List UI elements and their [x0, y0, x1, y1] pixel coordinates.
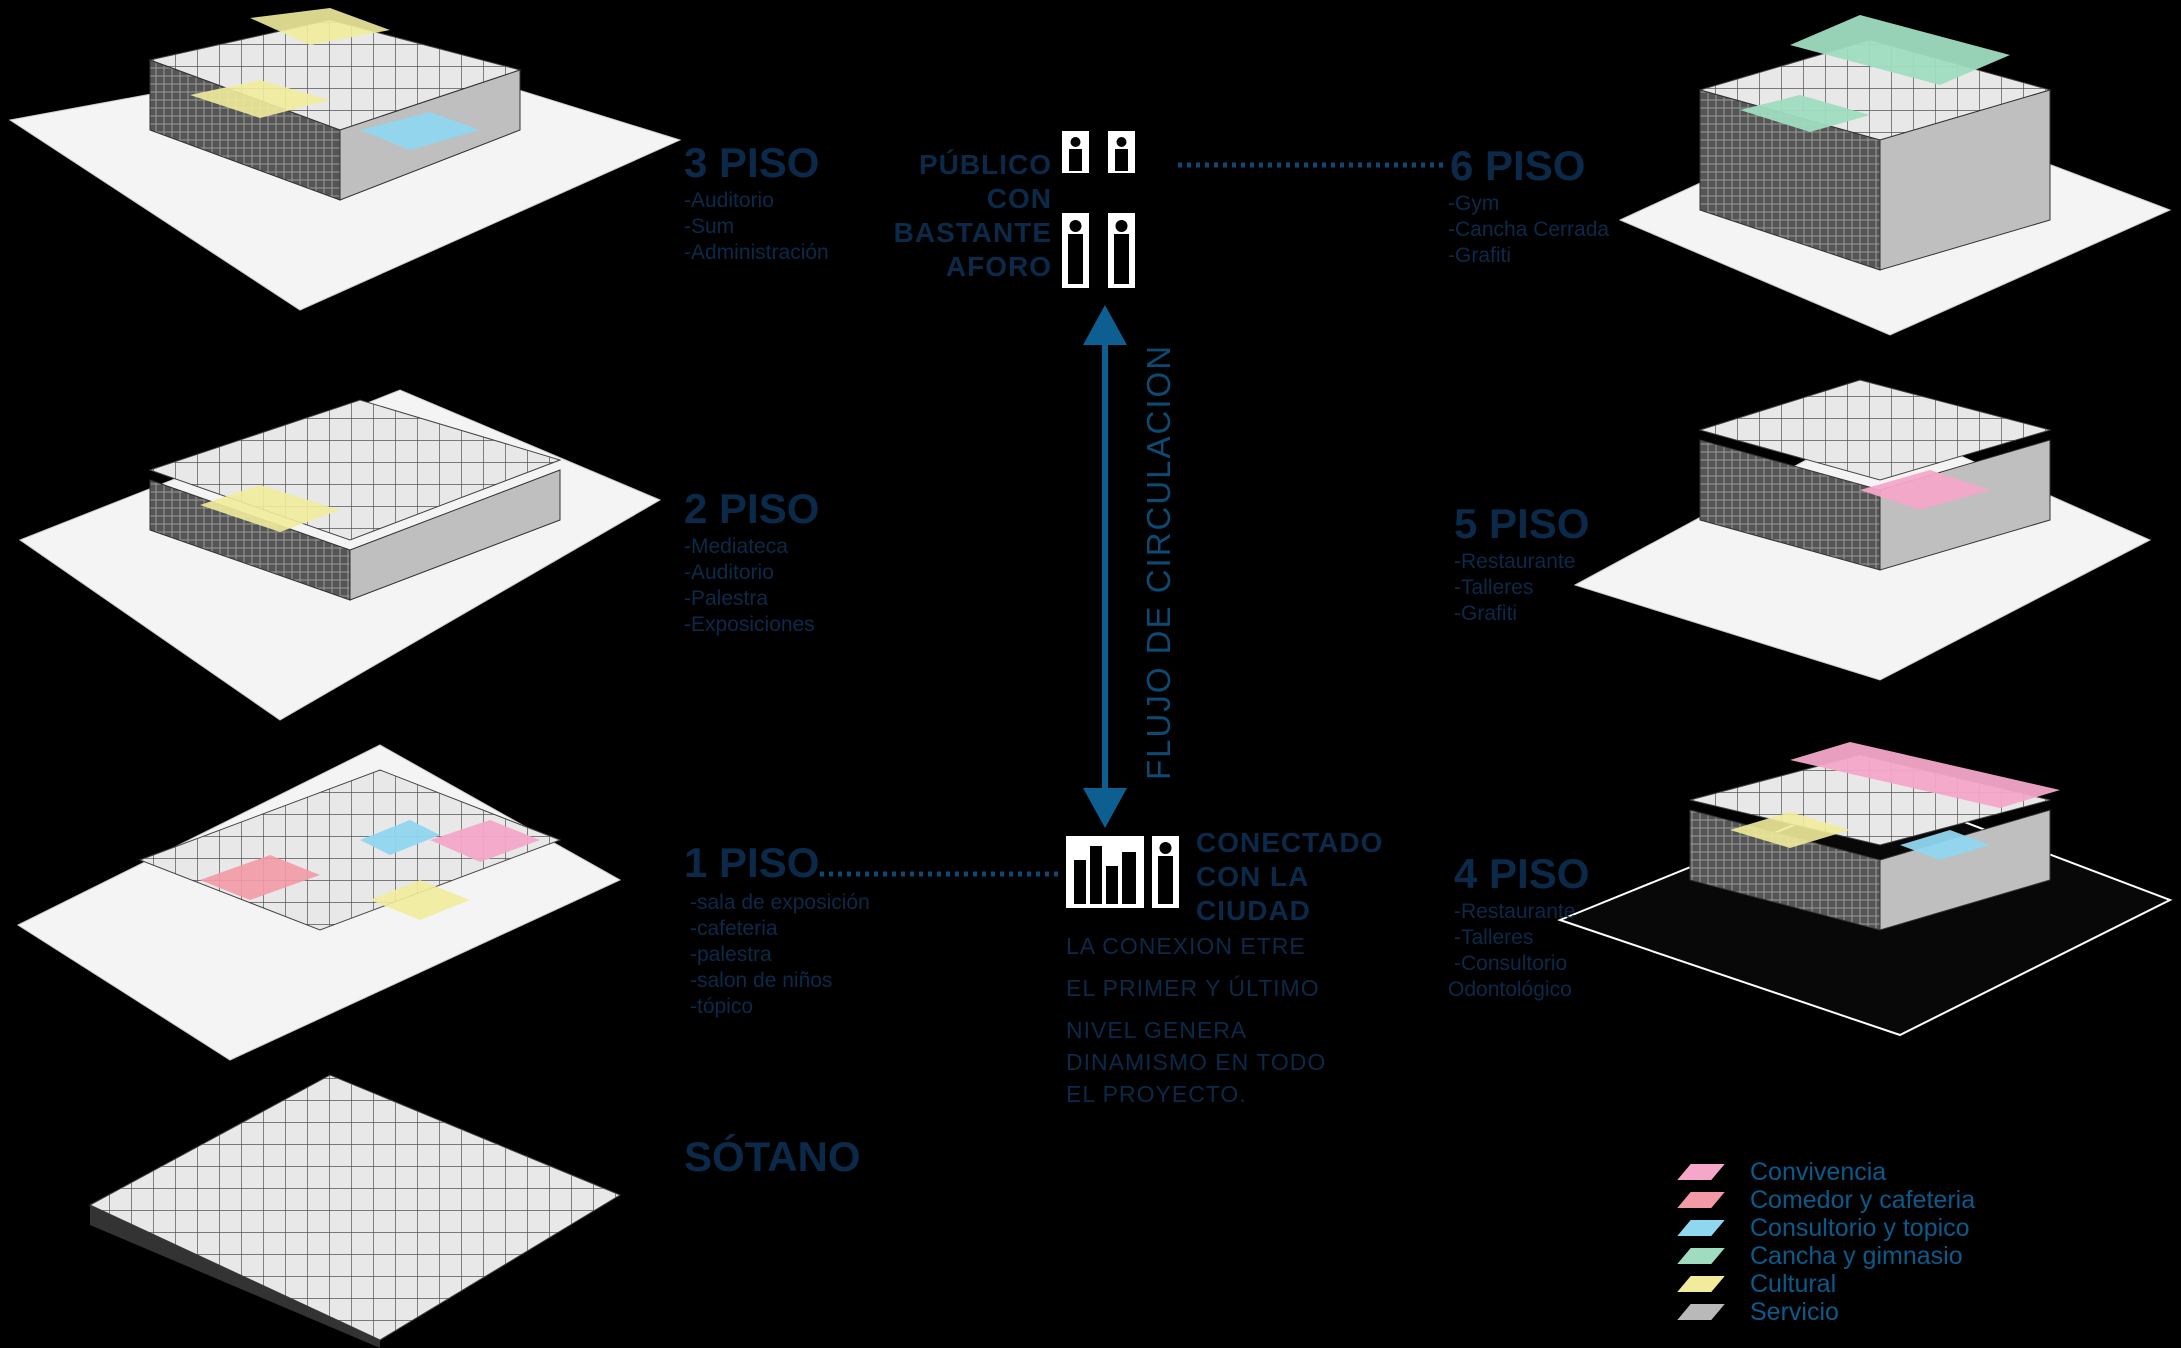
list-item: -Sum: [684, 215, 735, 238]
floor-5-label: 5 PISO -Restaurante -Talleres -Grafiti: [1454, 503, 1589, 627]
floor-6-list: -Gym -Cancha Cerrada -Grafiti: [1448, 191, 1609, 269]
floor-5-list: -Restaurante -Talleres -Grafiti: [1454, 549, 1589, 627]
floor-4-label: 4 PISO -Restaurante -Talleres -Consultor…: [1448, 850, 1590, 1003]
legend-swatch: [1677, 1276, 1725, 1292]
list-item: -Exposiciones: [684, 613, 815, 636]
list-item: -Talleres: [1454, 576, 1534, 599]
legend-item-convivencia: Convivencia: [1677, 1157, 1975, 1186]
list-item: -Gym: [1448, 192, 1500, 215]
legend-label: Cancha y gimnasio: [1750, 1241, 1963, 1270]
list-item: -cafeteria: [690, 917, 778, 940]
legend-item-cultural: Cultural: [1677, 1269, 1975, 1298]
legend-swatch: [1677, 1220, 1725, 1236]
floor-6-title: 6 PISO: [1450, 142, 1586, 189]
list-item: -Restaurante: [1454, 550, 1576, 573]
public-label-line: BASTANTE: [893, 217, 1052, 248]
list-item: -Palestra: [684, 587, 769, 610]
legend-label: Cultural: [1750, 1269, 1837, 1298]
floor-2-drawing: [18, 389, 662, 721]
list-item: -Grafiti: [1454, 602, 1517, 625]
floor-6-drawing: [1618, 15, 2172, 336]
floor-1-title: 1 PISO: [684, 839, 820, 886]
list-item: -sala de exposición: [690, 891, 870, 914]
list-item: -palestra: [690, 943, 772, 966]
legend-label: Consultorio y topico: [1750, 1213, 1970, 1242]
legend-item-consultorio: Consultorio y topico: [1677, 1213, 1975, 1242]
list-item: -salon de niños: [690, 969, 833, 992]
floor-3-list: -Auditorio -Sum -Administración: [684, 188, 829, 266]
note-line: EL PRIMER Y ÚLTIMO: [1066, 975, 1320, 1001]
public-label: PÚBLICO CON BASTANTE AFORO: [880, 148, 1052, 284]
list-item: -Cancha Cerrada: [1448, 218, 1610, 241]
legend-item-cancha: Cancha y gimnasio: [1677, 1241, 1975, 1270]
floor-1-list: -sala de exposición -cafeteria -palestra…: [690, 890, 870, 1020]
floor-1-drawing: [16, 744, 622, 1061]
public-label-line: AFORO: [945, 251, 1052, 282]
legend-label: Convivencia: [1750, 1157, 1887, 1186]
legend-swatch: [1677, 1192, 1725, 1208]
note-line: LA CONEXION ETRE: [1066, 933, 1306, 959]
floor-3-title: 3 PISO: [684, 139, 820, 186]
list-item: -Administración: [684, 241, 829, 264]
circulation-arrow: [1083, 305, 1127, 828]
floor-3-label: 3 PISO -Auditorio -Sum -Administración: [684, 142, 829, 266]
list-item: -Consultorio: [1454, 952, 1568, 975]
connected-label-line: CONECTADO: [1196, 827, 1384, 858]
floor-4-drawing: [1557, 742, 2173, 1037]
legend-label: Comedor y cafeteria: [1750, 1185, 1976, 1214]
floor-5-title: 5 PISO: [1454, 500, 1590, 547]
floor-2-list: -Mediateca -Auditorio -Palestra -Exposic…: [684, 534, 819, 638]
list-item: -Auditorio: [684, 561, 774, 584]
connected-label-line: CON LA: [1196, 861, 1310, 892]
note-line: EL PROYECTO.: [1066, 1081, 1247, 1107]
list-item: -Talleres: [1454, 926, 1534, 949]
floor-6-label: 6 PISO -Gym -Cancha Cerrada -Grafiti: [1448, 142, 1609, 269]
note-line: DINAMISMO EN TODO: [1066, 1049, 1327, 1075]
floor-1-label: 1 PISO -sala de exposición -cafeteria -p…: [684, 842, 870, 1020]
public-label-line: PÚBLICO: [919, 149, 1052, 180]
floor-4-title: 4 PISO: [1454, 850, 1590, 897]
note-line: NIVEL GENERA: [1066, 1017, 1248, 1043]
list-item: -tópico: [690, 995, 754, 1018]
floor-3-drawing: [8, 8, 682, 311]
floor-5-drawing: [1573, 379, 2152, 681]
public-crowd-icon: [1062, 131, 1135, 288]
city-icon: [1066, 836, 1179, 908]
legend-item-comedor: Comedor y cafeteria: [1677, 1185, 1976, 1214]
legend-item-servicio: Servicio: [1677, 1297, 1975, 1326]
circulation-note: LA CONEXION ETRE EL PRIMER Y ÚLTIMO NIVE…: [1066, 930, 1326, 1110]
legend: Convivencia Comedor y cafeteria Consulto…: [1677, 1157, 1976, 1326]
list-item: -Restaurante: [1454, 900, 1576, 923]
legend-swatch: [1677, 1304, 1725, 1320]
connected-label-line: CIUDAD: [1196, 895, 1311, 926]
legend-label: Servicio: [1750, 1297, 1839, 1326]
connected-label: CONECTADO CON LA CIUDAD: [1196, 826, 1383, 928]
legend-swatch: [1677, 1164, 1725, 1180]
flow-label: FLUJO DE CIRCULACION: [1140, 343, 1177, 780]
floor-4-list: -Restaurante -Talleres -Consultorio Odon…: [1448, 899, 1589, 1003]
list-item: -Auditorio: [684, 189, 774, 212]
public-label-line: CON: [986, 183, 1052, 214]
floor-2-title: 2 PISO: [684, 485, 820, 532]
sotano-title: SÓTANO: [684, 1133, 861, 1180]
list-item: -Grafiti: [1448, 244, 1511, 267]
legend-swatch: [1677, 1248, 1725, 1264]
sotano-label: SÓTANO: [684, 1136, 861, 1178]
floor-2-label: 2 PISO -Mediateca -Auditorio -Palestra -…: [684, 488, 819, 638]
list-item: Odontológico: [1448, 978, 1572, 1001]
sotano-drawing: [88, 1074, 622, 1348]
list-item: -Mediateca: [684, 535, 788, 558]
